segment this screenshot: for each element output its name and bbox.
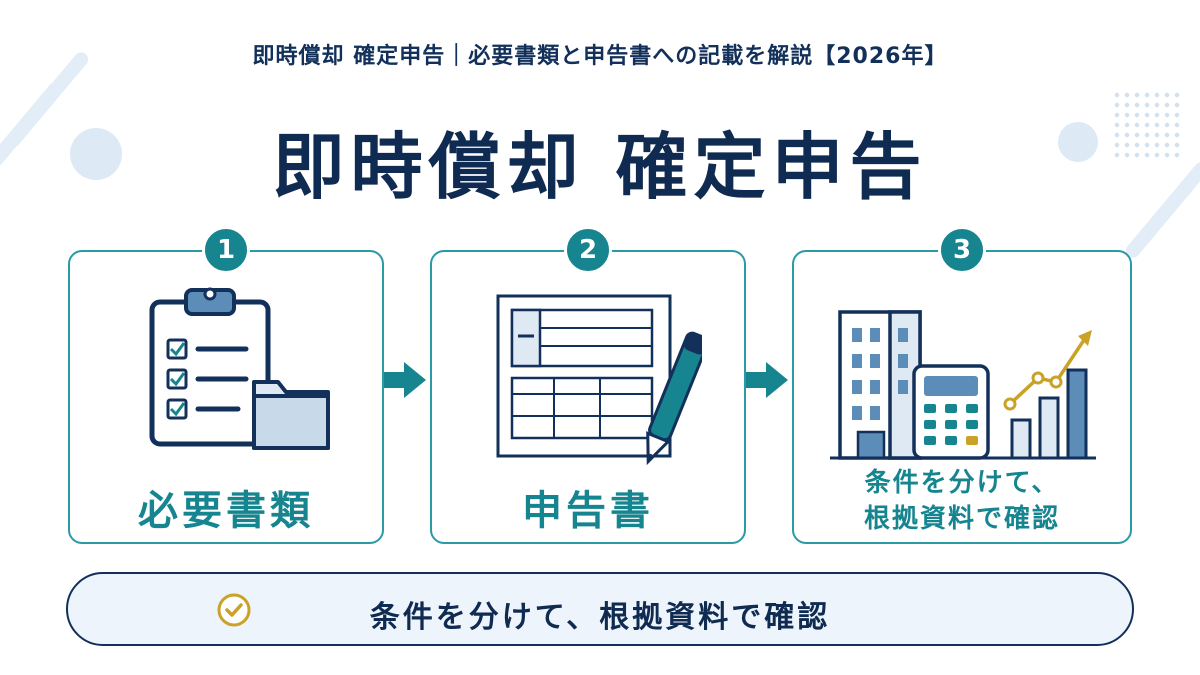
step-label-3-line2: 根拠資料で確認 bbox=[863, 504, 1060, 534]
step-label-2: 申告書 bbox=[522, 488, 654, 534]
summary-banner: 条件を分けて、根拠資料で確認 bbox=[66, 572, 1134, 646]
step-label-1: 必要書類 bbox=[138, 488, 314, 534]
tax-form-pen-icon bbox=[496, 294, 702, 466]
step-number-2: 2 bbox=[564, 226, 612, 274]
banner-text: 条件を分けて、根拠資料で確認 bbox=[369, 600, 831, 635]
step-number-1: 1 bbox=[202, 226, 250, 274]
step-label-3-line1: 条件を分けて、 bbox=[864, 468, 1060, 498]
check-circle-icon bbox=[217, 593, 251, 627]
step-number-3: 3 bbox=[938, 226, 986, 274]
page-subtitle: 即時償却 確定申告｜必要書類と申告書への記載を解説【2026年】 bbox=[252, 44, 948, 69]
clipboard-checklist-folder-icon bbox=[149, 287, 330, 450]
arrow-right-icon bbox=[384, 362, 426, 398]
step-card-2: 申告書 bbox=[430, 250, 746, 544]
building-calculator-chart-icon bbox=[830, 310, 1096, 460]
step-card-3: 条件を分けて、 根拠資料で確認 bbox=[792, 250, 1132, 544]
page-title: 即時償却 確定申告 bbox=[272, 125, 928, 209]
arrow-right-icon bbox=[746, 362, 788, 398]
step-card-1: 必要書類 bbox=[68, 250, 384, 544]
